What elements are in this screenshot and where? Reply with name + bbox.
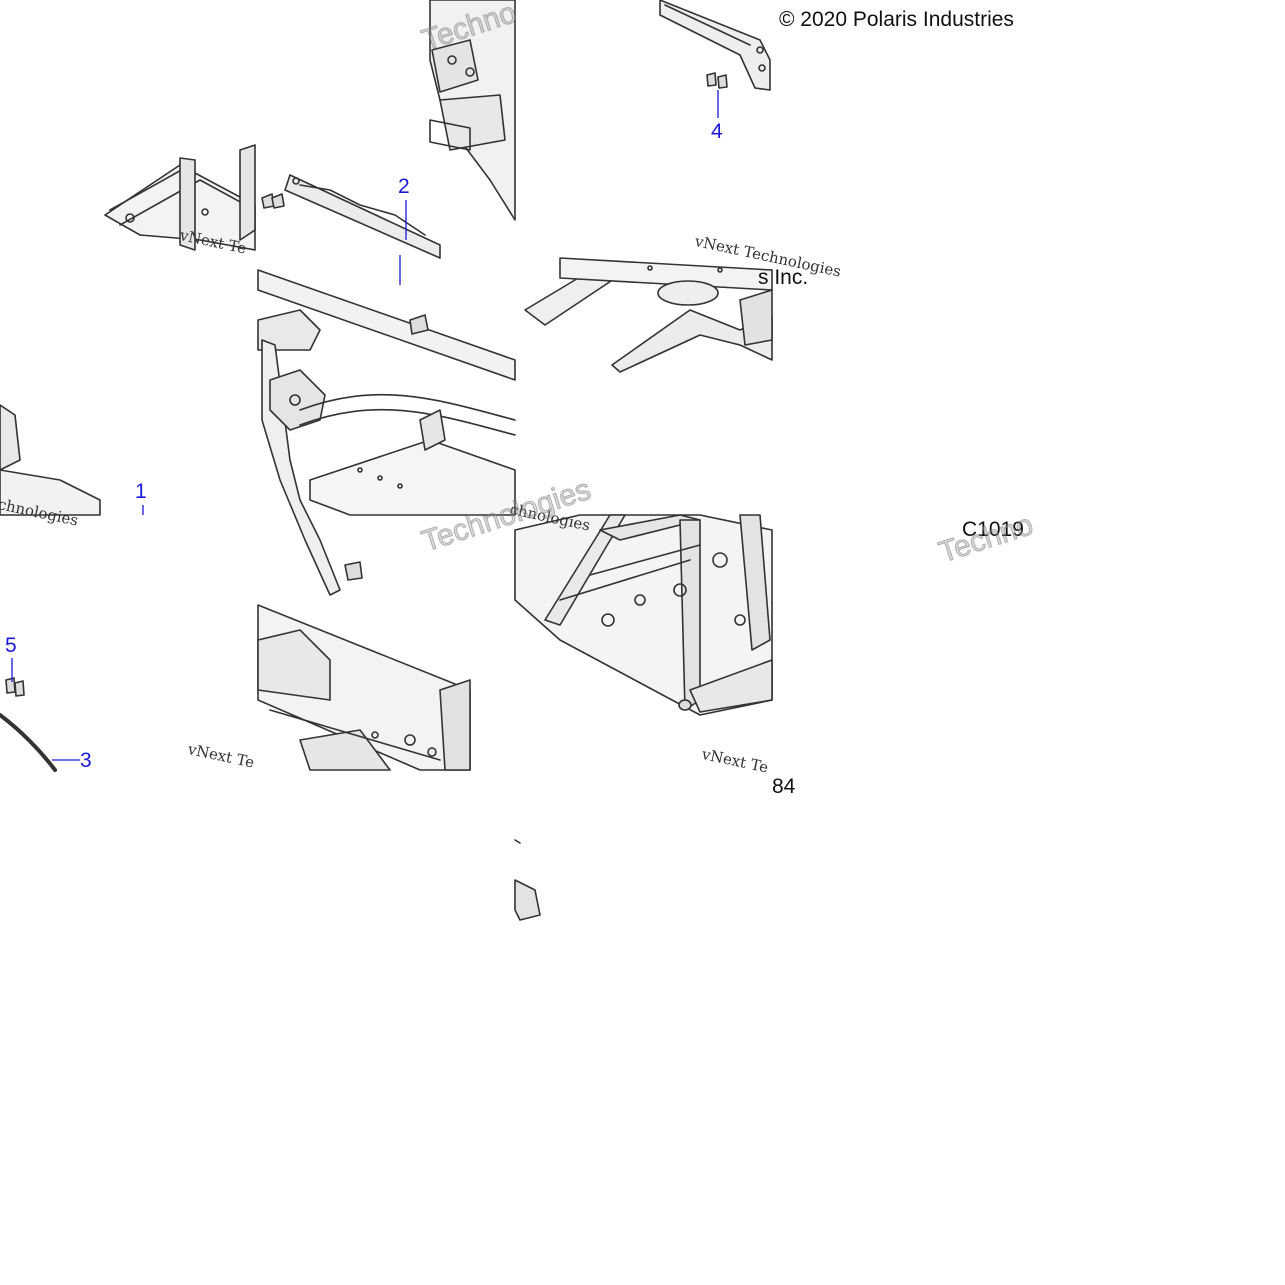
page-fragment: 84 [772, 775, 796, 798]
callout-5: 5 [5, 634, 17, 657]
left-side-frame [0, 404, 101, 772]
fastener-5 [5, 677, 25, 697]
front-crossmember [524, 257, 773, 373]
copyright-text: © 2020 Polaris Industries [779, 8, 1014, 31]
rear-bracket-assembly [104, 144, 256, 251]
bracket-fragment [514, 839, 541, 921]
main-frame-center [257, 269, 516, 596]
engine-mount-assembly [429, 0, 516, 221]
front-upper-rail [659, 0, 771, 91]
diagram-code: C1019 [962, 518, 1024, 541]
callout-3: 3 [80, 749, 92, 772]
frame-assembly-iso [514, 514, 773, 716]
callout-4: 4 [711, 120, 723, 143]
callout-1: 1 [135, 480, 147, 503]
upper-frame-rail [261, 174, 441, 259]
leader-lines [11, 90, 719, 761]
copyright-fragment: s Inc. [758, 266, 809, 289]
lower-frame-rail [257, 604, 471, 771]
callout-2: 2 [398, 175, 410, 198]
